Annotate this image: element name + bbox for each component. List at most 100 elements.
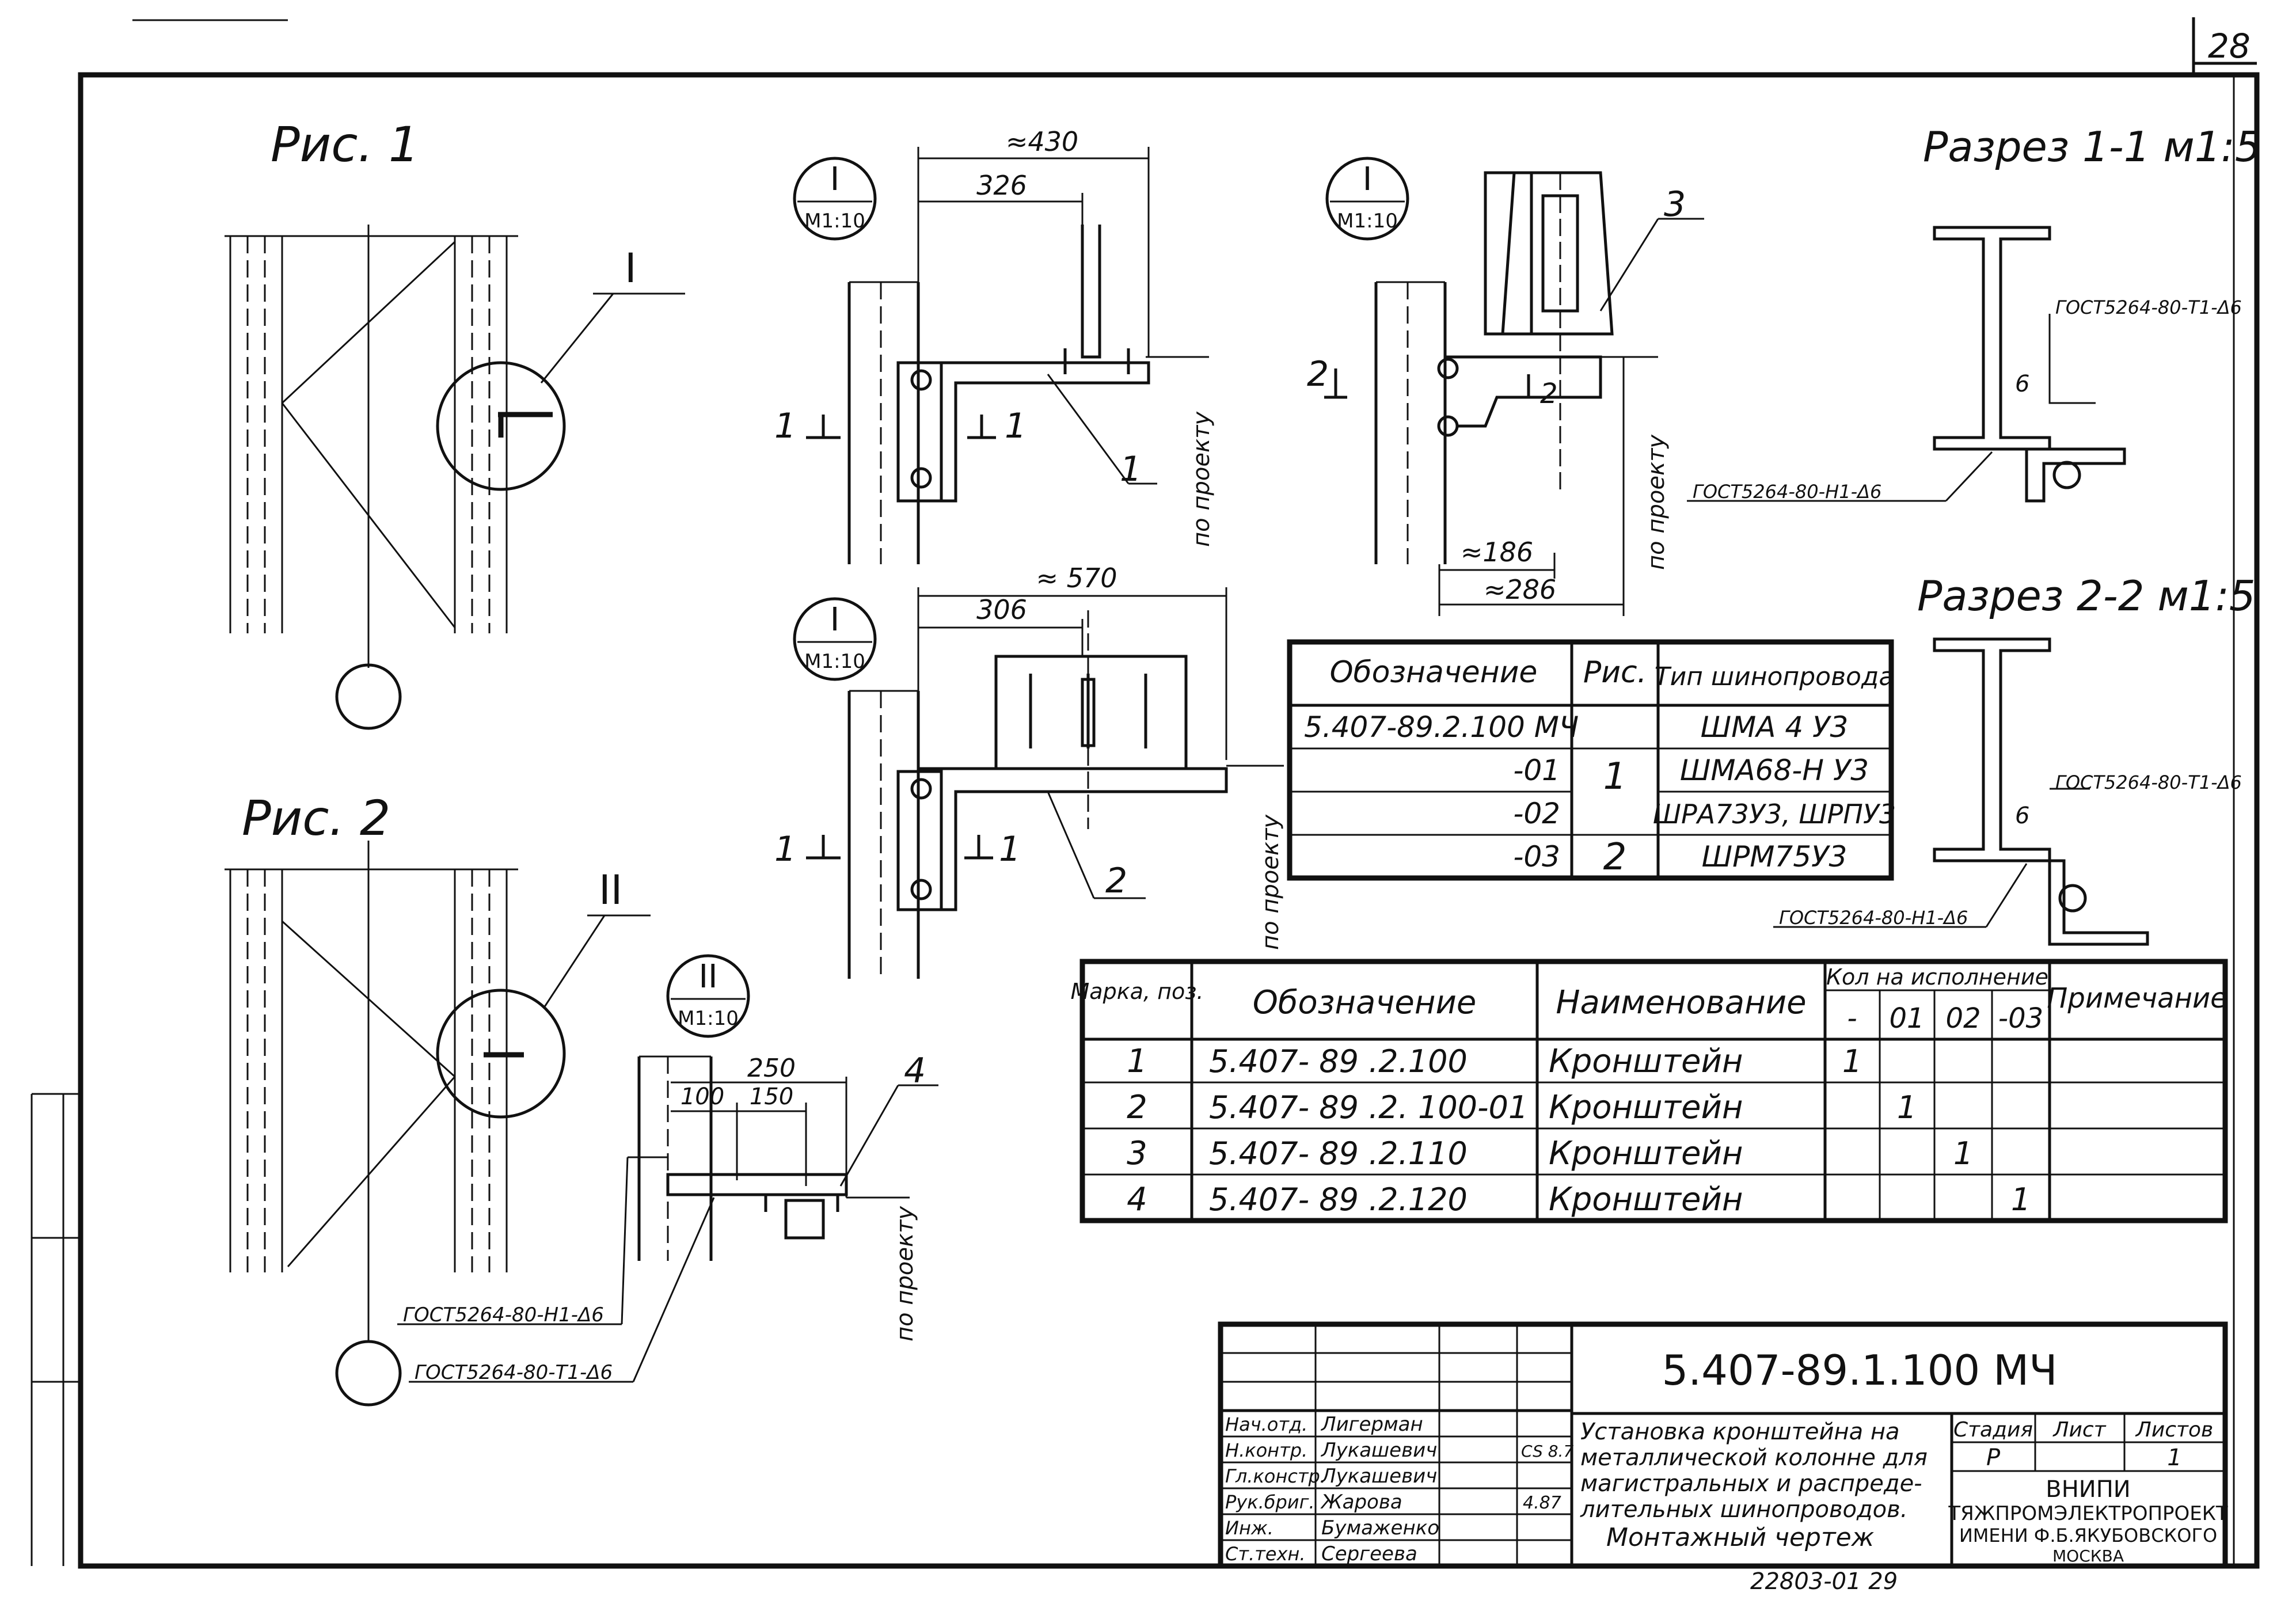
view-II-bubble-bottom: М1:10 — [678, 1007, 739, 1030]
staff-role-4: Рук.бриг. — [1225, 1491, 1315, 1513]
fig2-callout: II — [599, 866, 622, 914]
spec-row-3-pos: 3 — [1127, 1135, 1147, 1172]
sheets-value: 1 — [2167, 1445, 2181, 1471]
view-I-right-bubble-top: I — [1363, 161, 1373, 198]
section-1-1: Разрез 1-1 м1:5 ГОСТ5264-80-Т1-Δ6 6 ГОСТ… — [1687, 123, 2261, 503]
type-table-header-designation: Обозначение — [1330, 655, 1538, 690]
spec-header-qty: Кол на исполнение — [1826, 964, 2048, 990]
spec-row-3-designation: 5.407- 89 .2.110 — [1209, 1135, 1468, 1172]
description-line-5: Монтажный чертеж — [1606, 1523, 1875, 1552]
view-I-top: I М1:10 ≈430 326 1 1 1 по проекту — [774, 126, 1215, 564]
staff-name-2: Лукашевич — [1320, 1439, 1437, 1462]
view-I-top-mark-right: 1 — [1005, 406, 1027, 446]
staff-name-3: Лукашевич — [1320, 1465, 1437, 1488]
spec-row-1-qty-1: 1 — [1842, 1043, 1862, 1080]
section-2-dim: 6 — [2015, 803, 2029, 829]
view-I-right-leader: 3 — [1664, 184, 1686, 225]
type-table-row-3-designation: -02 — [1513, 797, 1560, 830]
view-II-dim-a: 100 — [681, 1084, 724, 1110]
page-number: 28 — [2208, 26, 2251, 66]
view-II-note: по проекту — [892, 1206, 918, 1341]
org-line-1: ВНИПИ — [2046, 1476, 2130, 1503]
type-table-row-4-designation: -03 — [1513, 840, 1560, 873]
staff-role-5: Инж. — [1225, 1517, 1274, 1539]
type-table-header-fig: Рис. — [1583, 655, 1647, 690]
view-I-right: I М1:10 2 2 3 ≈186 ≈286 по проекту — [1307, 157, 1704, 616]
view-I-mid: I М1:10 ≈ 570 306 1 1 2 по проекту — [774, 563, 1284, 979]
view-II-dim-b: 150 — [750, 1084, 793, 1110]
view-I-mid-bubble-top: I — [830, 601, 840, 639]
description-line-3: магистральных и распреде- — [1580, 1470, 1922, 1497]
spec-row-3-name: Кронштейн — [1549, 1135, 1743, 1172]
type-table-row-4-fig: 2 — [1603, 836, 1627, 879]
stage-label: Стадия — [1953, 1418, 2033, 1442]
view-II-leader: 4 — [904, 1051, 926, 1091]
view-I-right-note: по проекту — [1643, 434, 1670, 570]
view-I-top-mark-left: 1 — [774, 406, 796, 446]
type-table-row-3-type: ШРА73У3, ШРПУ3 — [1653, 799, 1896, 830]
section-1-dim: 6 — [2015, 371, 2029, 397]
spec-row-2-pos: 2 — [1127, 1089, 1147, 1126]
spec-row-2-qty-2: 1 — [1897, 1089, 1917, 1126]
spec-qty-col-4: -03 — [1998, 1002, 2043, 1035]
fig2-title: Рис. 2 — [242, 790, 390, 846]
view-I-mid-mark-left: 1 — [774, 829, 796, 869]
view-II: II М1:10 250 100 150 4 по проекту ГОСТ52… — [397, 954, 938, 1384]
staff-name-6: Сергеева — [1321, 1542, 1417, 1565]
type-table-row-1-type: ШМА 4 У3 — [1701, 710, 1849, 744]
view-I-mid-mark-right: 1 — [999, 829, 1021, 869]
busway-type-table: Обозначение Рис. Тип шинопровода 5.407-8… — [1287, 639, 1896, 881]
view-I-mid-leader: 2 — [1105, 861, 1127, 901]
spec-qty-col-3: 02 — [1945, 1002, 1981, 1035]
section-2-title: Разрез 2-2 м1:5 — [1917, 572, 2256, 620]
bottom-number: 22803-01 29 — [1750, 1568, 1898, 1595]
staff-name-1: Лигерман — [1320, 1413, 1423, 1436]
spec-row-4-name: Кронштейн — [1549, 1181, 1743, 1218]
staff-role-1: Нач.отд. — [1225, 1413, 1307, 1435]
view-I-top-leader: 1 — [1120, 449, 1142, 489]
section-2-2: Разрез 2-2 м1:5 ГОСТ5264-80-Т1-Δ6 6 ГОСТ… — [1773, 572, 2256, 946]
fig1-column-elevation: I — [225, 225, 685, 730]
staff-role-2: Н.контр. — [1225, 1439, 1307, 1461]
type-table-row-1-designation: 5.407-89.2.100 МЧ — [1304, 710, 1579, 744]
view-I-right-mark-left: 2 — [1307, 354, 1329, 394]
org-line-4: МОСКВА — [2052, 1546, 2124, 1565]
view-I-right-dim-inner: ≈186 — [1461, 537, 1533, 568]
type-table-row-2-fig: 1 — [1603, 755, 1627, 798]
view-I-top-dim-inner: 326 — [976, 170, 1027, 201]
title-block: 5.407-89.1.100 МЧ Нач.отд. Лигерман Н.ко… — [1218, 1321, 2228, 1569]
fig2-column-elevation: II — [225, 841, 651, 1407]
section-2-weld-bottom: ГОСТ5264-80-Н1-Δ6 — [1779, 907, 1968, 929]
sheet-label: Лист — [2052, 1418, 2106, 1442]
staff-name-4: Жарова — [1320, 1491, 1402, 1514]
view-I-mid-note: по проекту — [1257, 814, 1284, 950]
view-II-weld-2: ГОСТ5264-80-Т1-Δ6 — [415, 1361, 613, 1384]
spec-row-4-qty-4: 1 — [2011, 1181, 2031, 1218]
view-I-top-bubble-top: I — [830, 161, 840, 198]
view-I-mid-bubble-bottom: М1:10 — [804, 650, 865, 673]
view-II-dim-total: 250 — [747, 1054, 796, 1083]
org-line-2: ТЯЖПРОМЭЛЕКТРОПРОЕКТ — [1948, 1502, 2228, 1525]
description-line-1: Установка кронштейна на — [1580, 1419, 1900, 1445]
spec-row-1-pos: 1 — [1127, 1043, 1147, 1080]
description-line-2: металлической колонне для — [1580, 1445, 1928, 1471]
view-II-weld-1: ГОСТ5264-80-Н1-Δ6 — [403, 1303, 604, 1327]
title-block-code: 5.407-89.1.100 МЧ — [1662, 1346, 2057, 1394]
spec-row-4-pos: 4 — [1127, 1181, 1147, 1218]
staff-role-3: Гл.констр. — [1225, 1465, 1326, 1487]
spec-header-note: Примечание — [2047, 982, 2227, 1014]
staff-date-4: 4.87 — [1523, 1493, 1561, 1513]
spec-row-4-designation: 5.407- 89 .2.120 — [1209, 1181, 1468, 1218]
fig1-callout: I — [625, 245, 637, 292]
sheet-frame: 28 — [31, 17, 2260, 1569]
figure-1: Рис. 1 I — [225, 116, 685, 730]
description-line-4: лительных шинопроводов. — [1580, 1496, 1907, 1523]
staff-role-6: Ст.техн. — [1225, 1543, 1306, 1565]
specification-table: Марка, поз. Обозначение Наименование Кол… — [1071, 959, 2228, 1223]
section-1-weld-top: ГОСТ5264-80-Т1-Δ6 — [2055, 297, 2242, 318]
view-II-bubble-top: II — [698, 958, 717, 995]
spec-row-2-name: Кронштейн — [1549, 1089, 1743, 1126]
fig1-title: Рис. 1 — [271, 116, 419, 173]
view-I-top-dim-total: ≈430 — [1006, 126, 1078, 157]
